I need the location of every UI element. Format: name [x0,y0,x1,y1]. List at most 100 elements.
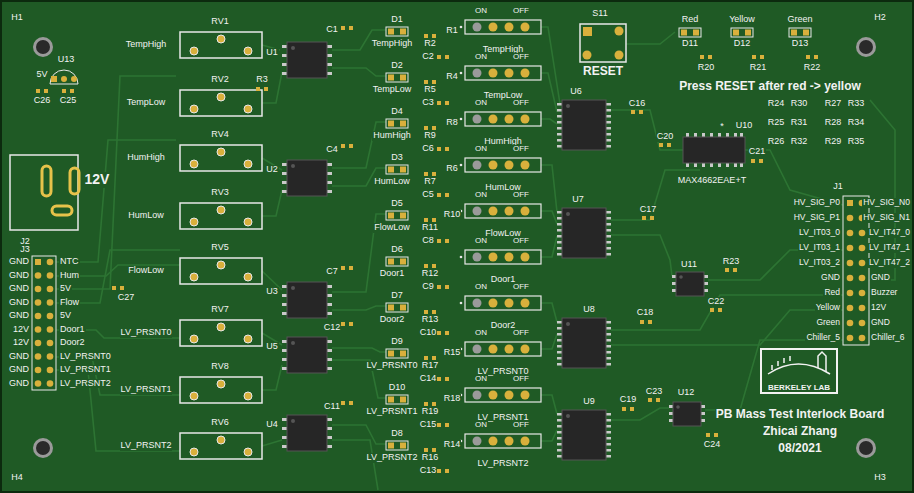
silkscreen-label: Door1 [59,325,86,335]
silkscreen-label: Chiller_5 [805,333,841,342]
silkscreen-label: 08/2021 [777,442,822,455]
silkscreen-label: GND [8,352,30,362]
silkscreen-label: R24 [767,99,786,109]
silkscreen-label: ON [474,329,488,338]
silkscreen-label: OFF [512,191,530,200]
silkscreen-label: LV_PRSNT1 [366,407,419,417]
silkscreen-label: LV_IT03_2 [798,258,841,267]
silkscreen-label: TempHigh [125,40,168,50]
silkscreen-label: HV_SIG_N1 [862,213,911,222]
silkscreen-label: GND [8,311,30,321]
silkscreen-label: GND [8,257,30,267]
silkscreen-label: ON [474,53,488,62]
reset-button [580,24,626,62]
silkscreen-label: GND [8,284,30,294]
silkscreen-label: GND [820,273,841,282]
silkscreen-label: OFF [512,53,530,62]
silkscreen-label: Zhicai Zhang [762,425,838,438]
comparator-chips [256,26,353,451]
silkscreen-label: R16 [421,453,440,463]
silkscreen-label: C27 [117,293,136,303]
silkscreen-label: C21 [748,147,767,157]
silkscreen-label: C4 [325,145,339,155]
silkscreen-label: * [719,122,725,132]
silkscreen-label: R21 [749,63,768,73]
silkscreen-label: R6 [445,164,459,174]
mounting-holes [33,37,876,458]
silkscreen-label: R30 [790,99,809,109]
silkscreen-label: R2 [423,39,437,49]
silkscreen-label: R22 [803,63,822,73]
silkscreen-label: C3 [421,98,435,108]
silkscreen-label: Hum [59,271,80,281]
silkscreen-label: Yellow [815,303,841,312]
silkscreen-label: R12 [421,269,440,279]
silkscreen-label: GND [870,318,891,327]
silkscreen-label: 12V [870,303,887,312]
silkscreen-label: HumHigh [126,153,166,163]
silkscreen-label: LV_PRSNT0 [120,328,173,338]
silkscreen-label: R23 [722,257,741,267]
silkscreen-label: U8 [582,305,596,315]
silkscreen-label: R14 [443,440,462,450]
silkscreen-label: C26 [33,96,52,106]
silkscreen-label: GND [870,273,891,282]
silkscreen-label: C14 [419,374,438,384]
silkscreen-label: U9 [582,397,596,407]
silkscreen-label: 12V [12,325,30,335]
silkscreen-label: C2 [421,52,435,62]
silkscreen-label: TempHigh [371,39,414,49]
capacitor-pads [62,89,74,93]
silkscreen-label: 5V [35,70,48,80]
silkscreen-label: D10 [388,383,407,393]
silkscreen-label: GND [8,379,30,389]
silkscreen-label: R26 [767,137,786,147]
silkscreen-label: R7 [423,177,437,187]
silkscreen-label: LV_IT47_2 [868,258,911,267]
silkscreen-label: R11 [421,223,439,233]
silkscreen-label: R13 [421,315,440,325]
logo-text: BERKELEY LAB [768,384,830,393]
header-j3 [32,256,124,390]
silkscreen-label: OFF [512,283,530,292]
silkscreen-label: C8 [421,236,435,246]
silkscreen-label: R35 [847,137,866,147]
silkscreen-label: D1 [390,15,404,25]
silkscreen-label: RV5 [210,243,229,253]
silkscreen-label: S11 [591,9,608,19]
silkscreen-label: GND [8,298,30,308]
silkscreen-label: D11 [681,39,699,49]
silkscreen-label: 5V [59,284,72,294]
silkscreen-label: C18 [636,308,655,318]
silkscreen-label: C16 [628,99,647,109]
regulator-u13 [36,70,78,93]
silkscreen-label: C20 [656,132,675,142]
silkscreen-label: LV_IT47_0 [868,228,911,237]
silkscreen-label: R1 [445,26,459,36]
power-jack-j2 [10,155,79,230]
switch-column [460,20,541,448]
silkscreen-label: C17 [639,205,658,215]
silkscreen-label: RV3 [210,188,229,198]
silkscreen-label: RESET [582,65,624,78]
silkscreen-label: Red [823,288,841,297]
silkscreen-label: D12 [733,39,752,49]
silkscreen-label: 12V [12,338,30,348]
silkscreen-label: H4 [10,473,24,483]
silkscreen-label: ON [474,191,488,200]
silkscreen-label: ON [474,145,488,154]
silkscreen-label: R29 [824,137,843,147]
silkscreen-label: D6 [390,245,404,255]
silkscreen-label: ON [474,237,488,246]
silkscreen-label: MAX4662EAE+T [677,176,747,186]
silkscreen-label: C7 [325,267,339,277]
silkscreen-label: NTC [59,257,80,267]
silkscreen-label: R19 [421,407,440,417]
board-title: PB Mass Test Interlock Board [715,408,886,421]
logic-chips [557,100,763,460]
silkscreen-label: OFF [512,99,530,108]
trimpots [180,32,262,459]
silkscreen-label: LV_PRSNT2 [477,459,530,469]
silkscreen-label: LV_PRSNT2 [120,441,173,451]
